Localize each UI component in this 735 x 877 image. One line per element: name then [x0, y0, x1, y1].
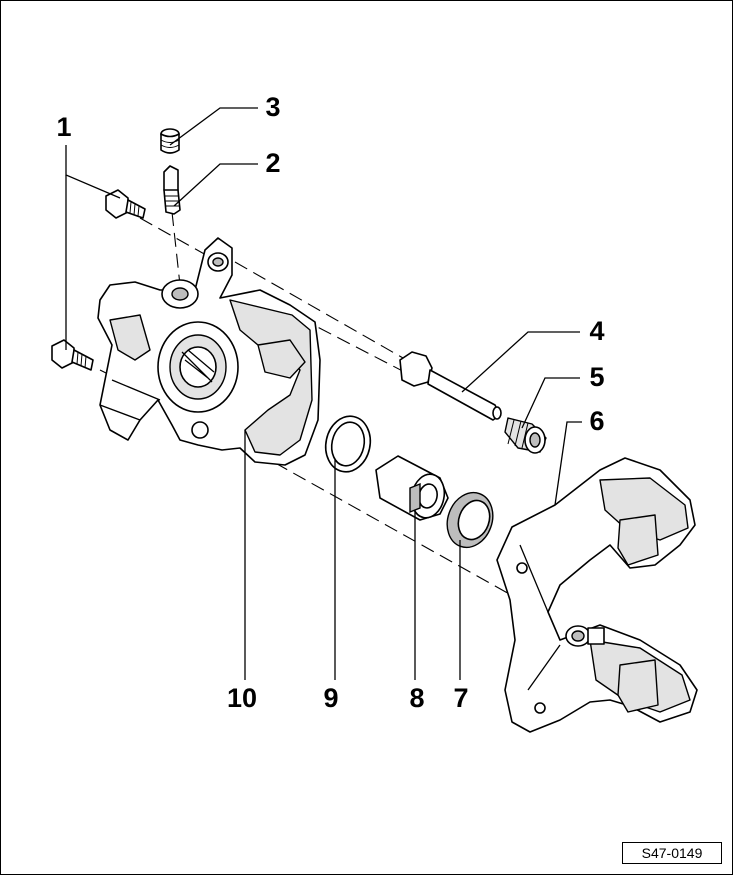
guide-bolt: [399, 351, 502, 421]
callout-5: 5: [589, 362, 605, 392]
callout-6: 6: [589, 406, 605, 436]
brake-piston: [375, 455, 449, 521]
callout-7: 7: [453, 683, 469, 713]
callout-2: 2: [265, 148, 281, 178]
callout-10: 10: [227, 683, 258, 713]
callout-4: 4: [589, 316, 605, 346]
hex-bolt-upper: [105, 189, 146, 219]
guide-sleeve-boot: [504, 417, 547, 454]
piston-seal-ring: [324, 415, 372, 473]
piston-dust-boot: [446, 491, 494, 549]
leader-lines: [65, 107, 582, 680]
bleed-valve: [163, 165, 181, 215]
callout-8: 8: [409, 683, 425, 713]
callout-1: 1: [56, 112, 72, 142]
brake-caliper-housing: [97, 237, 321, 466]
bleed-valve-dust-cap: [160, 128, 180, 154]
reference-code: S47-0149: [622, 842, 722, 864]
callout-3: 3: [265, 92, 281, 122]
brake-carrier-bracket: [496, 457, 698, 733]
callout-9: 9: [323, 683, 339, 713]
hex-bolt-lower: [51, 339, 94, 371]
